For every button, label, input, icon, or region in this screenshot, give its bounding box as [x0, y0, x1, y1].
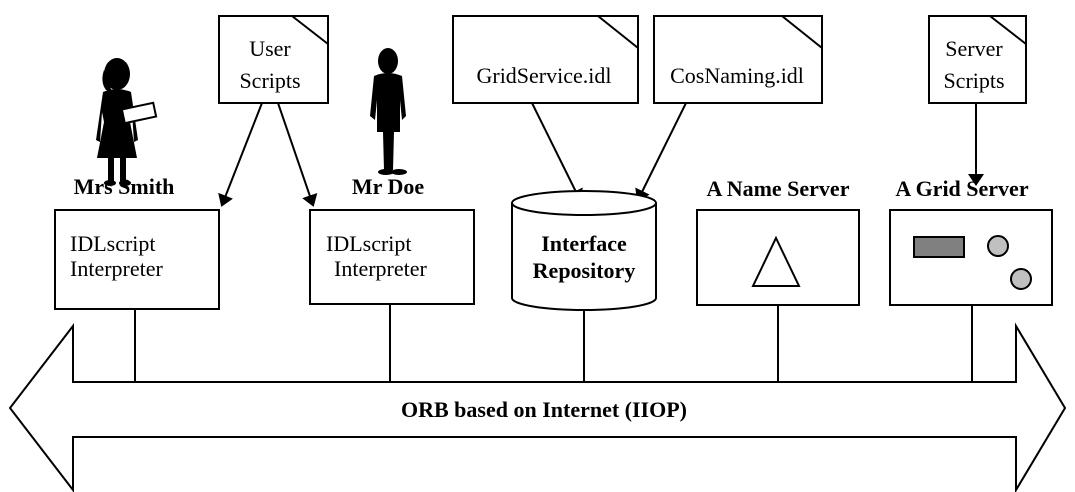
bus-connectors: [134, 304, 973, 382]
arrow-cos-naming-to-repository: [635, 102, 687, 202]
server-scripts-line2: Scripts: [943, 68, 1004, 93]
orb-bus: ORB based on Internet (IIOP): [8, 322, 1067, 492]
mr-doe-person-icon: [370, 48, 407, 175]
cos-naming-idl-document: CosNaming.idl: [653, 15, 823, 104]
right-interpreter-line1: IDLscript: [326, 231, 412, 256]
circle-icon: [987, 235, 1009, 257]
orb-bus-label: ORB based on Internet (IIOP): [401, 397, 687, 422]
mr-doe-label: Mr Doe: [352, 174, 425, 199]
grid-service-idl-document: GridService.idl: [452, 15, 639, 104]
name-server-box: [696, 209, 860, 306]
left-interpreter-box: IDLscript Interpreter: [54, 209, 220, 310]
flow-arrows: [218, 102, 984, 207]
interface-repository-line1: Interface: [541, 231, 627, 256]
rectangle-icon: [913, 236, 965, 258]
mrs-smith-label: Mrs Smith: [74, 174, 175, 199]
user-scripts-document: User Scripts: [218, 15, 329, 104]
grid-server-box: [889, 209, 1053, 306]
user-scripts-line2: Scripts: [239, 68, 300, 93]
interface-repository-cylinder: Interface Repository: [511, 190, 657, 311]
server-scripts-document: Server Scripts: [928, 15, 1027, 104]
server-scripts-line1: Server: [945, 36, 1003, 61]
mrs-smith-person-icon: [96, 58, 158, 186]
arrow-user-scripts-to-right-interpreter: [277, 102, 318, 207]
name-server-label: A Name Server: [707, 176, 850, 201]
left-interpreter-line2: Interpreter: [70, 256, 163, 281]
right-interpreter-box: IDLscript Interpreter: [309, 209, 475, 305]
left-interpreter-line1: IDLscript: [70, 231, 156, 256]
user-scripts-line1: User: [249, 36, 291, 61]
triangle-icon: [751, 235, 801, 287]
grid-server-label: A Grid Server: [895, 176, 1028, 201]
grid-service-idl-label: GridService.idl: [476, 63, 611, 88]
arrow-grid-service-to-repository: [531, 102, 583, 202]
circle-icon: [1010, 268, 1032, 290]
arrow-user-scripts-to-left-interpreter: [218, 102, 263, 207]
right-interpreter-line2: Interpreter: [334, 256, 427, 281]
interface-repository-line2: Repository: [533, 258, 636, 283]
cos-naming-idl-label: CosNaming.idl: [670, 63, 804, 88]
